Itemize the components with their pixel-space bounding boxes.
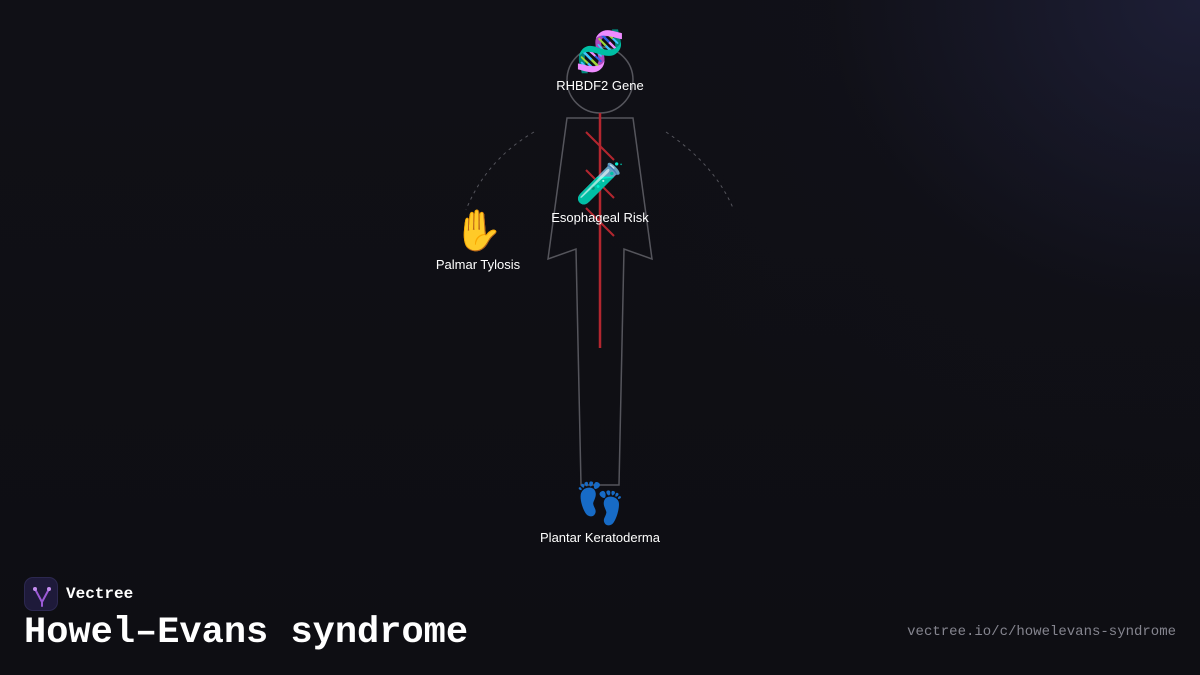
node-label: RHBDF2 Gene <box>556 78 644 93</box>
test-tube-icon: 🧪 <box>575 161 625 206</box>
vectree-logo-icon <box>24 577 58 611</box>
body-torso-outline <box>547 117 653 486</box>
esophagus-marker <box>585 207 615 237</box>
node-rhbdf2-gene: 🧬 RHBDF2 Gene <box>510 28 690 93</box>
node-label: Plantar Keratoderma <box>540 530 660 545</box>
node-label: Palmar Tylosis <box>435 257 521 272</box>
node-label: Esophageal Risk <box>551 210 649 225</box>
footprints-icon: 👣 <box>575 481 625 526</box>
right-dashed-arc <box>665 131 734 209</box>
raised-hand-icon: ✋ <box>453 208 503 253</box>
esophagus-marker <box>585 131 615 161</box>
esophagus-marker <box>585 169 615 199</box>
page-url[interactable]: vectree.io/c/howelevans-syndrome <box>907 624 1176 640</box>
node-plantar-keratoderma: 👣 Plantar Keratoderma <box>510 480 690 545</box>
page-title: Howel–Evans syndrome <box>24 612 469 654</box>
node-esophageal-risk: 🧪 Esophageal Risk <box>510 160 690 225</box>
dna-icon: 🧬 <box>575 29 625 74</box>
node-palmar-tylosis: ✋ Palmar Tylosis <box>388 207 568 272</box>
brand-name: Vectree <box>66 585 134 603</box>
